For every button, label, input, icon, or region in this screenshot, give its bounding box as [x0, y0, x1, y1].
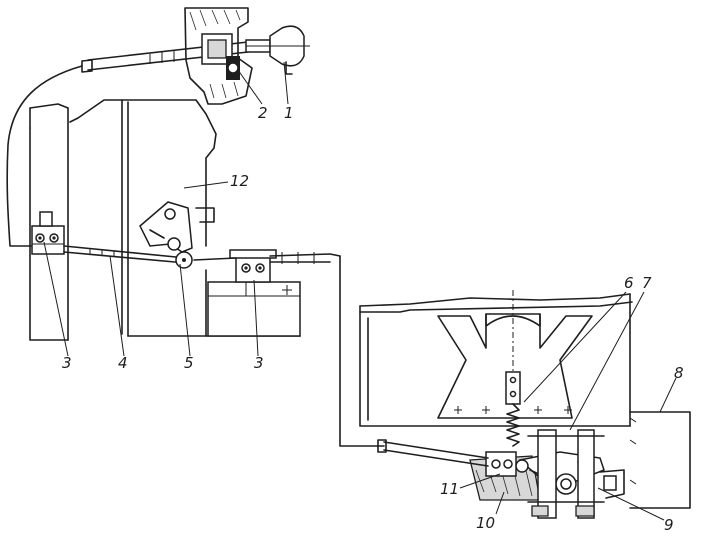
label-8: 8	[674, 364, 684, 382]
control-cable-loop	[6, 65, 83, 247]
spring-6	[506, 403, 520, 447]
label-5: 5	[184, 354, 194, 372]
housing-8	[629, 411, 691, 509]
label-6: 6	[624, 274, 634, 292]
label-12: 12	[230, 172, 249, 190]
label-2: 2	[258, 104, 268, 122]
label-10: 10	[476, 514, 495, 532]
dashboard-panel	[184, 7, 253, 105]
cable-lower	[377, 439, 489, 467]
label-9: 9	[664, 516, 674, 534]
cable-clamp-left	[31, 211, 65, 255]
label-1: 1	[284, 104, 294, 122]
cable-right-run	[193, 252, 385, 447]
label-7: 7	[642, 274, 652, 292]
cable-clamp-right	[229, 249, 277, 283]
lower-bracket	[207, 281, 301, 337]
gearbox-housing	[359, 293, 633, 427]
part-labels: 2 1 12 3 4 5 3 6 7 8 9 10 11	[62, 104, 684, 534]
mounting-plate	[437, 290, 593, 419]
cable-4	[63, 245, 187, 264]
label-3-right: 3	[254, 354, 264, 372]
pivot-9	[527, 429, 625, 519]
bracket-2	[201, 33, 240, 80]
label-11: 11	[440, 480, 459, 498]
label-4: 4	[118, 354, 128, 372]
pull-knob-1[interactable]	[245, 25, 310, 75]
leader-lines	[43, 61, 677, 521]
lever-5[interactable]	[139, 201, 215, 269]
label-3-left: 3	[62, 354, 72, 372]
